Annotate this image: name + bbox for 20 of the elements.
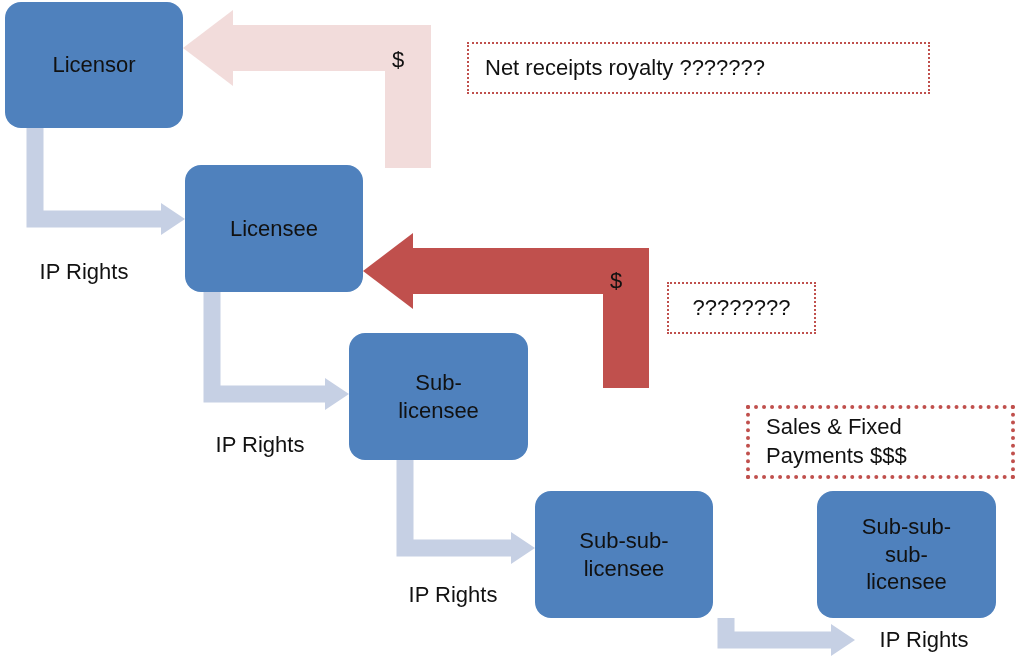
party-box: Sub-sub-sub-licensee: [817, 491, 996, 618]
edge-label: IP Rights: [215, 432, 305, 458]
edge-label: $: [609, 268, 623, 294]
bent-arrow: [183, 10, 431, 168]
note-box: Sales & Fixed Payments $$$: [746, 405, 1015, 479]
bent-arrow: [396, 460, 535, 564]
party-box: Sub-licensee: [349, 333, 528, 460]
party-box: Sub-sub-licensee: [535, 491, 713, 618]
edge-label: IP Rights: [39, 259, 129, 285]
party-box: Licensee: [185, 165, 363, 292]
note-box: ????????: [667, 282, 816, 334]
edge-label: $: [391, 47, 405, 73]
bent-arrow: [26, 128, 185, 235]
edge-label: IP Rights: [408, 582, 498, 608]
party-box: Licensor: [5, 2, 183, 128]
bent-arrow: [363, 233, 649, 388]
edge-label: IP Rights: [879, 627, 969, 653]
bent-arrow: [717, 618, 855, 656]
bent-arrow: [203, 292, 349, 410]
note-box: Net receipts royalty ???????: [467, 42, 930, 94]
